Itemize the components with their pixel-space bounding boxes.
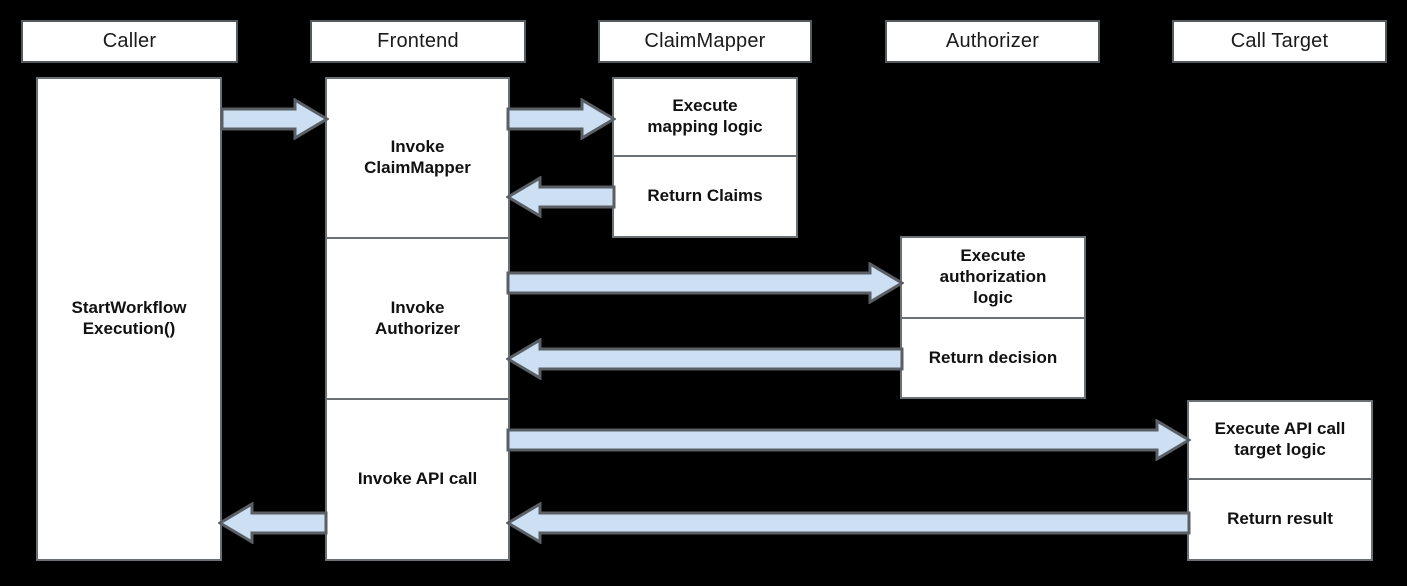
activation-claimmapper-segment-2: Return Claims <box>614 155 796 236</box>
lifeline-header-claimmapper-label: ClaimMapper <box>644 30 766 52</box>
message-arrow-frontend-to-caller <box>218 502 328 544</box>
activation-caller: StartWorkflow Execution() <box>36 77 222 561</box>
lifeline-header-claimmapper: ClaimMapper <box>598 20 812 63</box>
activation-calltarget-segment-1: Execute API call target logic <box>1189 402 1371 478</box>
message-arrow-frontend-to-authorizer <box>506 262 904 304</box>
lifeline-header-authorizer-label: Authorizer <box>945 30 1040 52</box>
lifeline-header-caller-label: Caller <box>102 30 157 52</box>
activation-frontend: Invoke ClaimMapper Invoke Authorizer Inv… <box>325 77 510 561</box>
message-arrow-authorizer-to-frontend <box>506 338 904 380</box>
lifeline-header-frontend: Frontend <box>310 20 526 63</box>
activation-frontend-segment-3: Invoke API call <box>327 398 508 559</box>
lifeline-header-frontend-label: Frontend <box>377 30 459 52</box>
activation-authorizer-segment-2: Return decision <box>902 317 1084 397</box>
activation-calltarget-segment-2: Return result <box>1189 478 1371 559</box>
lifeline-header-calltarget: Call Target <box>1172 20 1387 63</box>
lifeline-header-caller: Caller <box>21 20 238 63</box>
lifeline-header-authorizer: Authorizer <box>885 20 1100 63</box>
message-arrow-claimmapper-to-frontend <box>506 176 616 218</box>
activation-authorizer-segment-1: Execute authorization logic <box>902 238 1084 317</box>
activation-claimmapper: Execute mapping logic Return Claims <box>612 77 798 238</box>
message-arrow-frontend-to-claimmapper <box>506 98 616 140</box>
activation-claimmapper-segment-1: Execute mapping logic <box>614 79 796 155</box>
message-arrow-frontend-to-calltarget <box>506 419 1191 461</box>
activation-frontend-segment-2: Invoke Authorizer <box>327 237 508 398</box>
activation-authorizer: Execute authorization logic Return decis… <box>900 236 1086 399</box>
message-arrow-calltarget-to-frontend <box>506 502 1191 544</box>
activation-caller-segment-1: StartWorkflow Execution() <box>38 79 220 559</box>
message-arrow-caller-to-frontend <box>220 98 329 140</box>
lifeline-header-calltarget-label: Call Target <box>1230 30 1329 52</box>
activation-calltarget: Execute API call target logic Return res… <box>1187 400 1373 561</box>
activation-frontend-segment-1: Invoke ClaimMapper <box>327 79 508 237</box>
